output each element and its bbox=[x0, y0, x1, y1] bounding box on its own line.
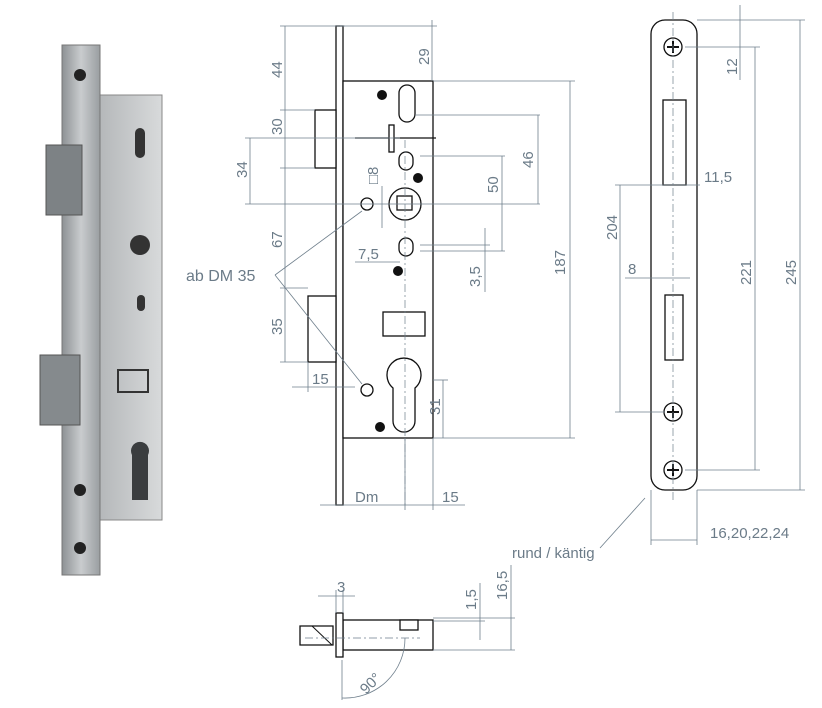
dim-15-bolt: 15 bbox=[312, 371, 329, 388]
screw-hole-photo bbox=[74, 69, 86, 81]
spindle-hole-photo bbox=[130, 235, 150, 255]
dim-44: 44 bbox=[269, 61, 286, 78]
dim-31: 31 bbox=[427, 398, 444, 415]
top-view: 3 1,5 16,5 90° bbox=[299, 565, 515, 700]
dim-204: 204 bbox=[604, 215, 621, 240]
dim-15-case: 15 bbox=[442, 489, 459, 506]
faceplate-view: 12 11,5 204 8 221 245 16,20,22,24 rund /… bbox=[512, 5, 805, 562]
dim-dm: Dm bbox=[355, 489, 378, 506]
bolt-photo bbox=[39, 354, 81, 426]
dim-8: 8 bbox=[628, 261, 636, 278]
dim-35: 35 bbox=[269, 318, 286, 335]
dim-widths: 16,20,22,24 bbox=[710, 525, 789, 542]
dim-11-5: 11,5 bbox=[704, 169, 732, 186]
dim-12: 12 bbox=[724, 58, 741, 75]
screw-hole-photo bbox=[74, 484, 86, 496]
callout-rund-kantig: rund / käntig bbox=[512, 545, 595, 562]
dim-16-5: 16,5 bbox=[494, 571, 511, 600]
dim-30: 30 bbox=[269, 118, 286, 135]
dim-67: 67 bbox=[269, 231, 286, 248]
dim-1-5: 1,5 bbox=[463, 589, 480, 610]
callout-leader bbox=[599, 497, 646, 549]
dim-50: 50 bbox=[485, 176, 502, 193]
screw-hole-photo bbox=[74, 542, 86, 554]
bolt bbox=[307, 295, 337, 363]
lock-case bbox=[342, 80, 434, 439]
latch-photo bbox=[45, 144, 83, 216]
callout-ab-dm-35: ab DM 35 bbox=[186, 268, 255, 285]
lock-case-photo bbox=[99, 94, 163, 521]
callout-leader bbox=[274, 274, 363, 385]
dim-7-5: 7,5 bbox=[358, 246, 379, 263]
dim-46: 46 bbox=[520, 151, 537, 168]
dim-245: 245 bbox=[783, 260, 800, 285]
dim-3: 3 bbox=[337, 579, 345, 596]
dim-221: 221 bbox=[738, 260, 755, 285]
cylinder-hole-photo bbox=[131, 441, 149, 500]
dim-34: 34 bbox=[234, 161, 251, 178]
dim-187: 187 bbox=[552, 250, 569, 275]
dim-90-degrees: 90° bbox=[357, 670, 385, 698]
lock-photo bbox=[39, 44, 163, 576]
front-view: 44 29 30 34 □8 46 50 67 7,5 3,5 187 ab D… bbox=[186, 20, 575, 510]
latch bbox=[314, 109, 337, 169]
latch-slot bbox=[662, 99, 687, 186]
callout-leader bbox=[274, 210, 363, 276]
dim-square-8: □8 bbox=[365, 167, 382, 184]
cylinder-cutout bbox=[386, 357, 422, 433]
dim-29: 29 bbox=[416, 48, 433, 65]
dim-3-5: 3,5 bbox=[467, 266, 484, 287]
screw-icons bbox=[375, 90, 423, 432]
bolt-slot bbox=[664, 294, 684, 361]
